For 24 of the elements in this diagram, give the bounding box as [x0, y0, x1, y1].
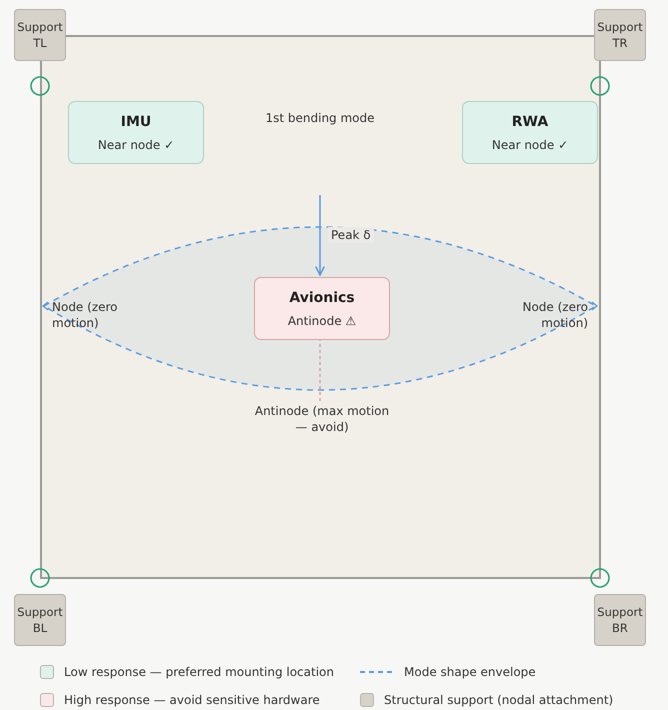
component-status: Near node ✓: [98, 136, 174, 154]
node-label: Node (zero motion): [521, 299, 588, 331]
support-block: Support TL: [14, 9, 66, 61]
component-status: Antinode ⚠: [288, 312, 356, 330]
diagram-heading: 1st bending mode: [264, 110, 376, 126]
component-name: Avionics: [289, 288, 355, 308]
node-label: Node (zero motion): [52, 299, 119, 331]
component-status: Near node ✓: [492, 136, 568, 154]
arrow: [315, 195, 325, 276]
component-box: [254, 277, 390, 340]
legend-text: High response — avoid sensitive hardware: [64, 692, 320, 708]
component-name: IMU: [120, 112, 152, 132]
component-box: [68, 101, 204, 164]
component-name: RWA: [512, 112, 548, 132]
annotation-text: Antinode (max motion — avoid): [252, 403, 392, 435]
legend-text: Mode shape envelope: [404, 664, 536, 680]
support-block: Support BR: [594, 594, 646, 646]
support-block: Support BL: [14, 594, 66, 646]
edge-label: Peak δ: [328, 227, 374, 243]
support-block: Support TR: [594, 9, 646, 61]
legend-text: Low response — preferred mounting location: [64, 664, 334, 680]
component-box: [462, 101, 598, 164]
legend-text: Structural support (nodal attachment): [384, 692, 614, 708]
leader-line: [319, 338, 321, 401]
